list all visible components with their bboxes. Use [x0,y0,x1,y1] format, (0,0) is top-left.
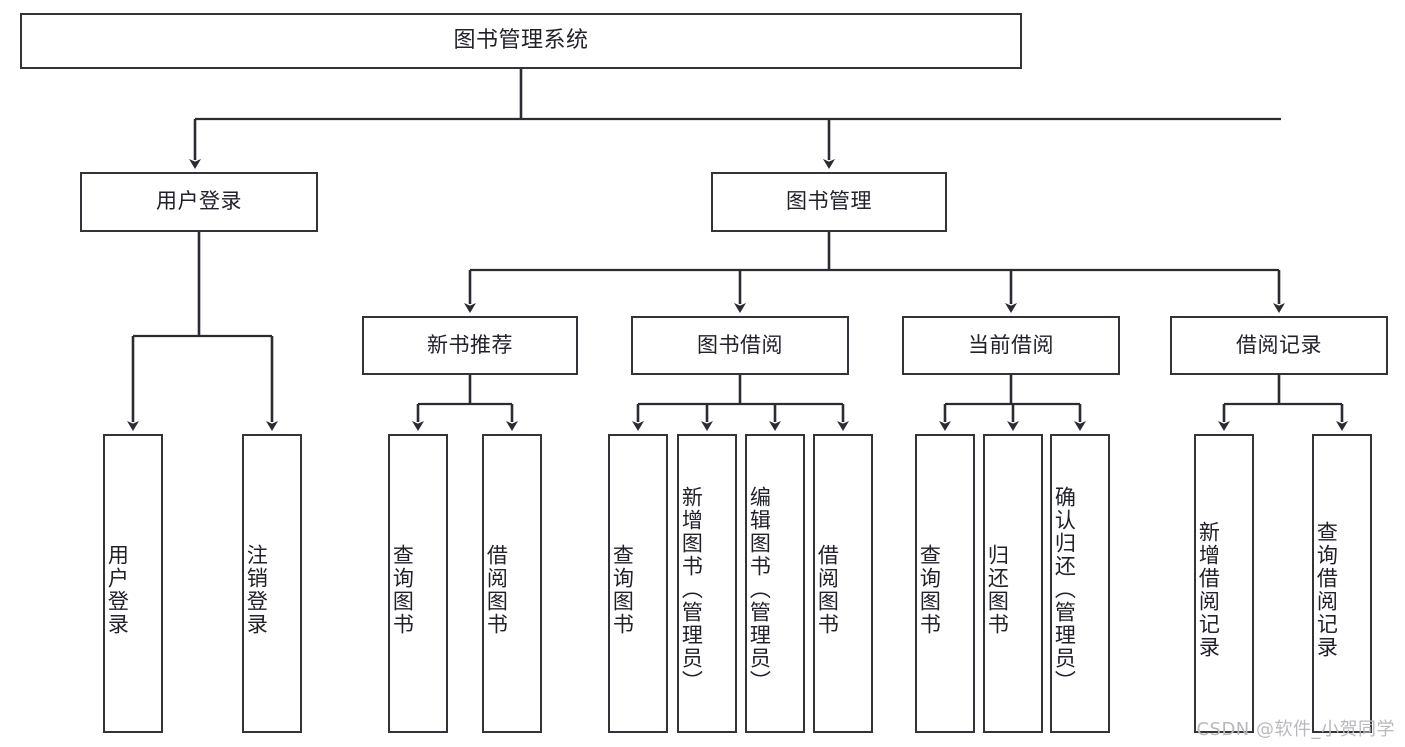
leaf-query-book-3-label: 查询图书 [917,543,942,636]
leaf-query-book-1-label: 查询图书 [390,543,415,636]
leaf-edit-book[interactable]: 编辑图书（管理员） [745,434,805,733]
node-book-borrow-label: 图书借阅 [697,332,783,357]
node-new-book-recommend[interactable]: 新书推荐 [362,316,578,375]
node-current-borrow-label: 当前借阅 [968,332,1054,357]
node-book-management[interactable]: 图书管理 [711,172,947,232]
leaf-return-book[interactable]: 归还图书 [983,434,1043,733]
node-borrow-record-label: 借阅记录 [1236,332,1322,357]
leaf-return-book-label: 归还图书 [985,543,1010,636]
node-book-management-label: 图书管理 [786,189,872,214]
leaf-query-book-2-label: 查询图书 [610,543,635,636]
leaf-query-record[interactable]: 查询借阅记录 [1312,434,1372,733]
watermark: CSDN @软件_小贺同学 [1196,719,1395,740]
node-borrow-record[interactable]: 借阅记录 [1170,316,1388,375]
leaf-add-record-label: 新增借阅记录 [1196,520,1221,659]
node-user-login[interactable]: 用户登录 [80,172,318,232]
leaf-confirm-return[interactable]: 确认归还（管理员） [1050,434,1110,733]
leaf-borrow-book-2[interactable]: 借阅图书 [813,434,873,733]
leaf-query-book-3[interactable]: 查询图书 [915,434,975,733]
leaf-edit-book-label: 编辑图书（管理员） [747,486,772,693]
node-new-book-recommend-label: 新书推荐 [427,332,513,357]
node-user-login-label: 用户登录 [156,189,242,214]
leaf-confirm-return-label: 确认归还（管理员） [1052,486,1077,693]
leaf-borrow-book-1[interactable]: 借阅图书 [482,434,542,733]
node-book-borrow[interactable]: 图书借阅 [631,316,849,375]
leaf-logout[interactable]: 注销登录 [242,434,302,733]
node-root-label: 图书管理系统 [453,27,589,53]
leaf-borrow-book-2-label: 借阅图书 [815,543,840,636]
leaf-query-book-2[interactable]: 查询图书 [608,434,668,733]
leaf-add-book[interactable]: 新增图书（管理员） [677,434,737,733]
leaf-borrow-book-1-label: 借阅图书 [484,543,509,636]
leaf-add-record[interactable]: 新增借阅记录 [1194,434,1254,733]
leaf-query-book-1[interactable]: 查询图书 [388,434,448,733]
leaf-query-record-label: 查询借阅记录 [1314,520,1339,659]
leaf-add-book-label: 新增图书（管理员） [679,486,704,693]
leaf-logout-label: 注销登录 [244,543,269,636]
node-current-borrow[interactable]: 当前借阅 [902,316,1120,375]
node-root[interactable]: 图书管理系统 [20,13,1022,69]
leaf-user-login[interactable]: 用户登录 [103,434,163,733]
leaf-user-login-label: 用户登录 [105,543,130,636]
